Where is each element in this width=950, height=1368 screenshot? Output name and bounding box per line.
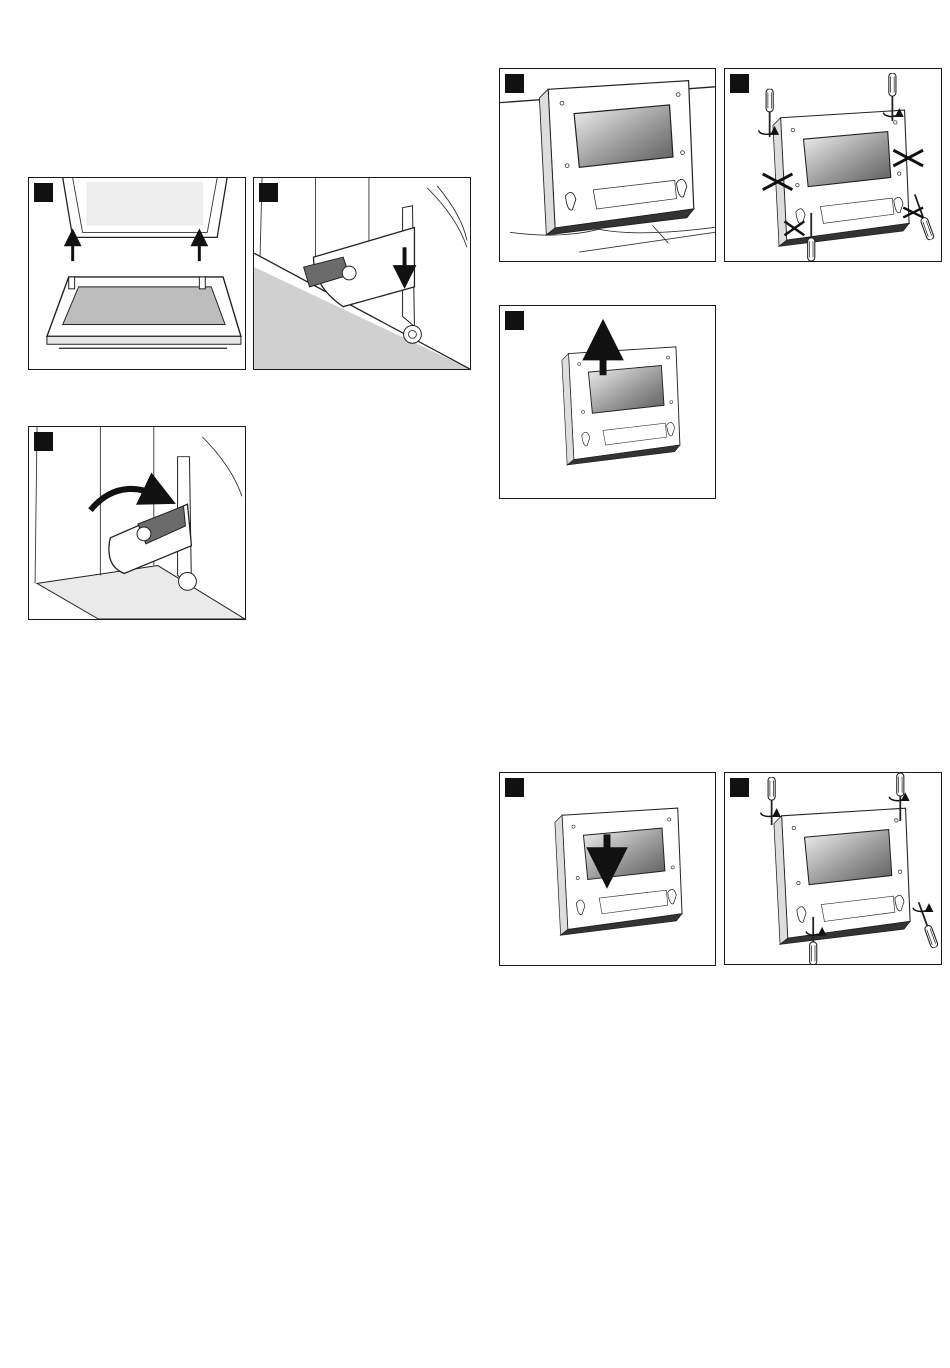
inner-pane-insert-figure bbox=[499, 772, 716, 966]
door-screws-remove-illustration bbox=[725, 69, 941, 261]
door-panel-flat-figure bbox=[499, 68, 716, 262]
step-badge bbox=[505, 311, 524, 330]
hinge-lever-fold-back-figure bbox=[28, 426, 246, 620]
hinge-lever-down-figure bbox=[253, 177, 471, 370]
inner-pane-insert-illustration bbox=[500, 773, 715, 965]
door-screws-fasten-illustration bbox=[725, 773, 941, 964]
hinge-lever-down-illustration bbox=[254, 178, 470, 369]
step-badge bbox=[34, 183, 53, 202]
inner-pane-lift-out-figure bbox=[499, 305, 716, 499]
step-badge bbox=[259, 183, 278, 202]
inner-pane-lift-out-illustration bbox=[500, 306, 715, 498]
door-hinge-lift-figure bbox=[28, 177, 246, 370]
step-badge bbox=[730, 74, 749, 93]
door-hinge-lift-illustration bbox=[29, 178, 245, 369]
step-badge bbox=[730, 778, 749, 797]
step-badge bbox=[34, 432, 53, 451]
door-panel-flat-illustration bbox=[500, 69, 715, 261]
hinge-lever-fold-back-illustration bbox=[29, 427, 245, 619]
step-badge bbox=[505, 778, 524, 797]
step-badge bbox=[505, 74, 524, 93]
door-screws-remove-figure bbox=[724, 68, 942, 262]
door-screws-fasten-figure bbox=[724, 772, 942, 965]
